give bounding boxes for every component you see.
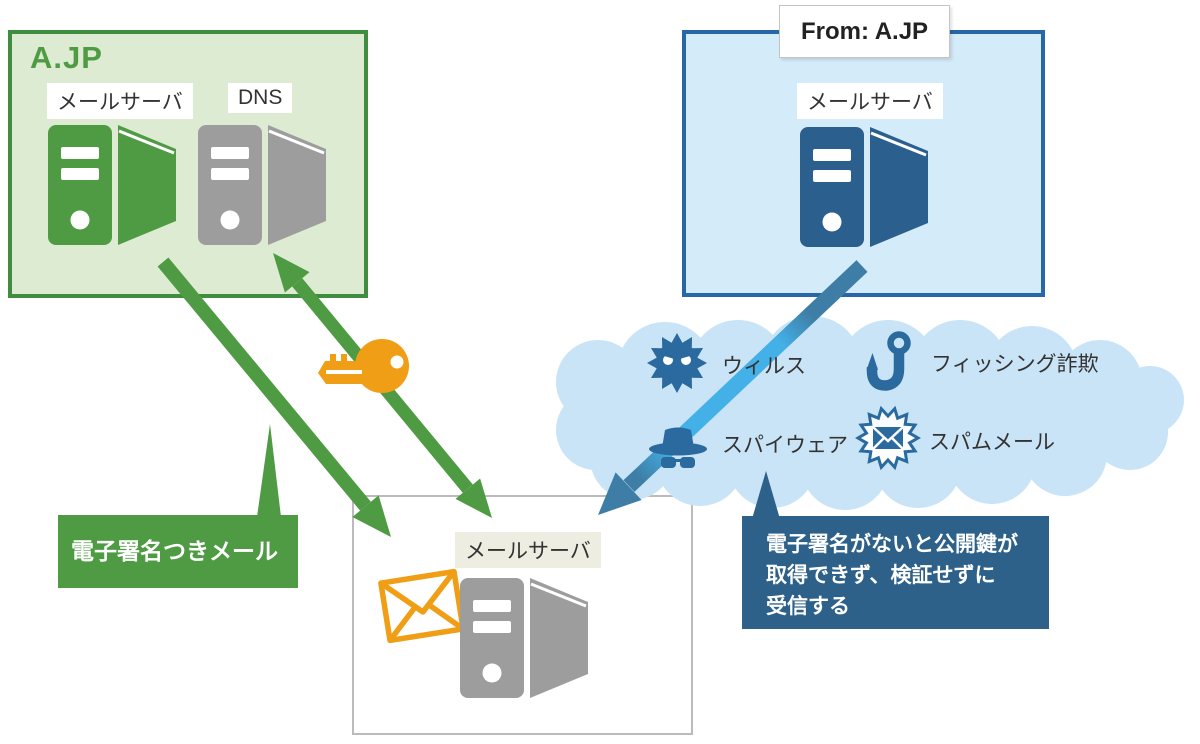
signed-mail-callout: 電子署名つきメール [58,515,298,588]
dns-server-icon [196,123,328,247]
spoofed-mail-server-label: メールサーバ [797,83,943,119]
green-callout-pointer [257,424,281,517]
threat-cloud [556,316,1184,510]
blue-callout-pointer [752,471,780,519]
sender-mail-server-icon [46,123,178,247]
no-signature-line-3: 受信する [766,595,850,618]
spyware-icon [649,427,707,468]
mail-envelope-icon [378,568,466,644]
no-signature-callout: 電子署名がないと公開鍵が 取得できず、検証せずに 受信する [742,516,1049,629]
public-key-icon [318,339,409,393]
phishing-label: フィッシング詐欺 [931,353,1099,376]
receiver-mail-server-label: メールサーバ [455,532,601,568]
sender-domain-title: A.JP [30,40,103,75]
spoofed-mail-server-icon [798,125,930,249]
from-header-label: From: A.JP [779,5,950,58]
virus-label: ウィルス [722,355,806,378]
signed-mail-arrow [157,257,391,537]
phishing-hook-icon [866,331,911,391]
virus-icon [647,333,707,393]
receiver-mail-server-icon [458,576,590,700]
spyware-label: スパイウェア [722,434,848,457]
dns-server-label: DNS [228,83,293,113]
spam-label: スパムメール [929,431,1055,454]
sender-mail-server-label: メールサーバ [47,83,193,119]
no-signature-line-2: 取得できず、検証せずに [766,564,996,587]
no-signature-line-1: 電子署名がないと公開鍵が [766,533,1018,556]
spam-mail-icon [854,405,922,471]
